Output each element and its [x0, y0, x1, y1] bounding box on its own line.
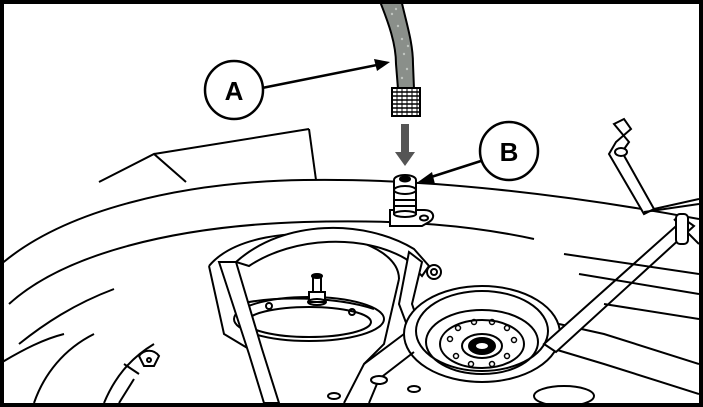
lower-left-details: [118, 349, 595, 403]
belt-guard-bracket: [217, 226, 442, 403]
mower-deck: [4, 128, 699, 403]
callout-b-leader: [427, 158, 485, 180]
callout-b-arrowhead: [418, 172, 435, 184]
deck-wash-port: [389, 174, 435, 227]
callout-a: A: [203, 59, 390, 121]
mower-deck-illustration: A B: [4, 4, 699, 403]
deck-lift-rods: [542, 117, 699, 354]
callout-a-circle: [203, 59, 265, 121]
downward-arrow: [395, 124, 415, 166]
callout-b: B: [418, 120, 540, 184]
callout-a-leader: [261, 62, 383, 90]
callout-b-label: B: [500, 137, 519, 167]
idler-pulley: [343, 285, 699, 403]
hose-connector: [379, 4, 421, 117]
callout-b-circle: [478, 120, 540, 182]
callout-a-arrowhead: [374, 59, 390, 71]
callout-a-label: A: [225, 76, 244, 106]
